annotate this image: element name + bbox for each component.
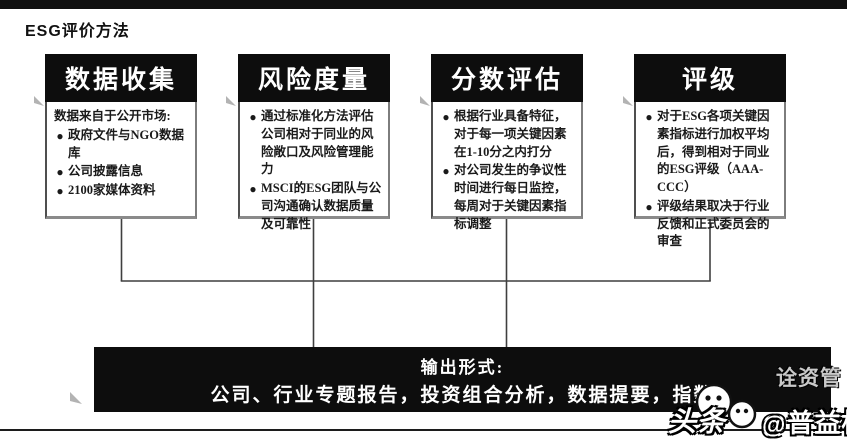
stage-body-rating: ●对于ESG各项关键因素指标进行加权平均后，得到相对于同业的ESG评级（AAA-…: [634, 102, 786, 248]
stage-header-rating: 评级: [634, 54, 786, 102]
stage-bullet: ●2100家媒体资料: [52, 182, 190, 200]
page-title: ESG评价方法: [25, 23, 130, 40]
stage-bullet: ●MSCI的ESG团队与公司沟通确认数据质量及可靠性: [245, 180, 383, 233]
watermark-brand: 头条 @ 普益标准: [668, 400, 847, 440]
stage-body-data-collection: 数据来自于公开市场: ●政府文件与NGO数据库 ●公司披露信息 ●2100家媒体…: [45, 102, 197, 219]
output-format-content: 公司、行业专题报告，投资组合分析，数据提要，指数: [210, 384, 715, 406]
stage-header-score-assessment: 分数评估: [431, 54, 583, 102]
wechat-bubbles-icon: [695, 383, 757, 429]
at-symbol-icon: @: [762, 412, 786, 439]
bullet-dot-icon: ●: [56, 184, 64, 199]
watermark-puyi: 普益标准: [787, 408, 847, 438]
stage-bullet: ●公司披露信息: [52, 163, 190, 181]
watermark-toutiao: 头条: [668, 406, 727, 437]
bullet-dot-icon: ●: [56, 165, 64, 180]
stage-body-score-assessment: ●根据行业具备特征，对于每一项关键因素在1-10分之内打分 ●对公司发生的争议性…: [431, 102, 583, 231]
stage-body-risk-measurement: ●通过标准化方法评估公司相对于同业的风险敞口及风险管理能力 ●MSCI的ESG团…: [238, 102, 390, 231]
stage-bullet: ●政府文件与NGO数据库: [52, 127, 190, 163]
stage-bullet: ●根据行业具备特征，对于每一项关键因素在1-10分之内打分: [438, 108, 576, 161]
bullet-dot-icon: ●: [645, 110, 653, 124]
stage-data-collection: 数据收集 数据来自于公开市场: ●政府文件与NGO数据库 ●公司披露信息 ●21…: [45, 54, 197, 219]
stage-bullet: ●通过标准化方法评估公司相对于同业的风险敞口及风险管理能力: [245, 108, 383, 179]
bottom-border-rule: [0, 429, 847, 431]
top-border-bar: [0, 0, 847, 9]
stage-header-risk-measurement: 风险度量: [238, 54, 390, 102]
bullet-dot-icon: ●: [645, 199, 653, 214]
output-format-title: 输出形式:: [420, 357, 505, 377]
stage-score-assessment: 分数评估 ●根据行业具备特征，对于每一项关键因素在1-10分之内打分 ●对公司发…: [431, 54, 583, 231]
stage-rating: 评级 ●对于ESG各项关键因素指标进行加权平均后，得到相对于同业的ESG评级（A…: [634, 54, 786, 248]
stage-bullet: ●评级结果取决于行业反馈和正式委员会的审查: [641, 198, 779, 251]
stage-intro: 数据来自于公开市场:: [54, 109, 171, 123]
output-format-box: 输出形式: 公司、行业专题报告，投资组合分析，数据提要，指数: [94, 347, 831, 412]
watermark-overlay-text: 诠资管: [776, 367, 842, 390]
stage-risk-measurement: 风险度量 ●通过标准化方法评估公司相对于同业的风险敞口及风险管理能力 ●MSCI…: [238, 54, 390, 231]
stage-header-data-collection: 数据收集: [45, 54, 197, 102]
stage-bullet: ●对于ESG各项关键因素指标进行加权平均后，得到相对于同业的ESG评级（AAA-…: [641, 108, 779, 197]
bullet-dot-icon: ●: [249, 182, 257, 196]
bullet-dot-icon: ●: [249, 110, 257, 124]
bullet-dot-icon: ●: [442, 110, 450, 124]
bullet-dot-icon: ●: [442, 164, 450, 179]
bullet-dot-icon: ●: [56, 128, 64, 143]
stage-bullet: ●对公司发生的争议性时间进行每日监控，每周对于关键因素指标调整: [438, 162, 576, 233]
